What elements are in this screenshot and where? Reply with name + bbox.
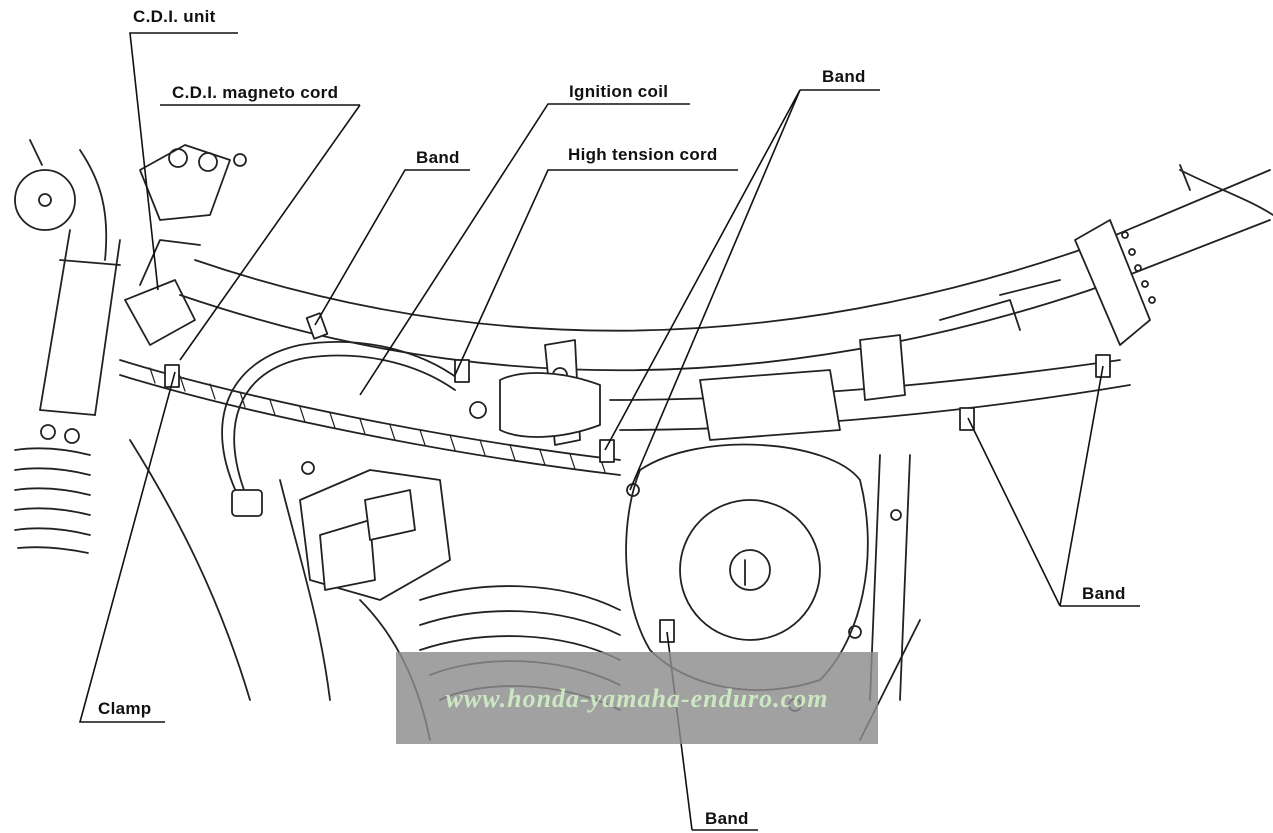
label-clamp: Clamp xyxy=(98,699,151,718)
label-ignition-coil: Ignition coil xyxy=(569,82,668,101)
watermark-text: www.honda-yamaha-enduro.com xyxy=(445,684,829,713)
label-cdi-unit: C.D.I. unit xyxy=(133,7,216,26)
motorcycle-frame-drawing xyxy=(14,139,1273,741)
label-cdi-magneto-cord: C.D.I. magneto cord xyxy=(172,83,338,102)
leader-lines xyxy=(78,32,1140,831)
watermark-banner xyxy=(396,652,878,744)
label-band-right: Band xyxy=(1082,584,1126,603)
label-band-upper-left: Band xyxy=(416,148,460,167)
label-high-tension-cord: High tension cord xyxy=(568,145,718,164)
label-band-top: Band xyxy=(822,67,866,86)
label-band-bottom: Band xyxy=(705,809,749,828)
